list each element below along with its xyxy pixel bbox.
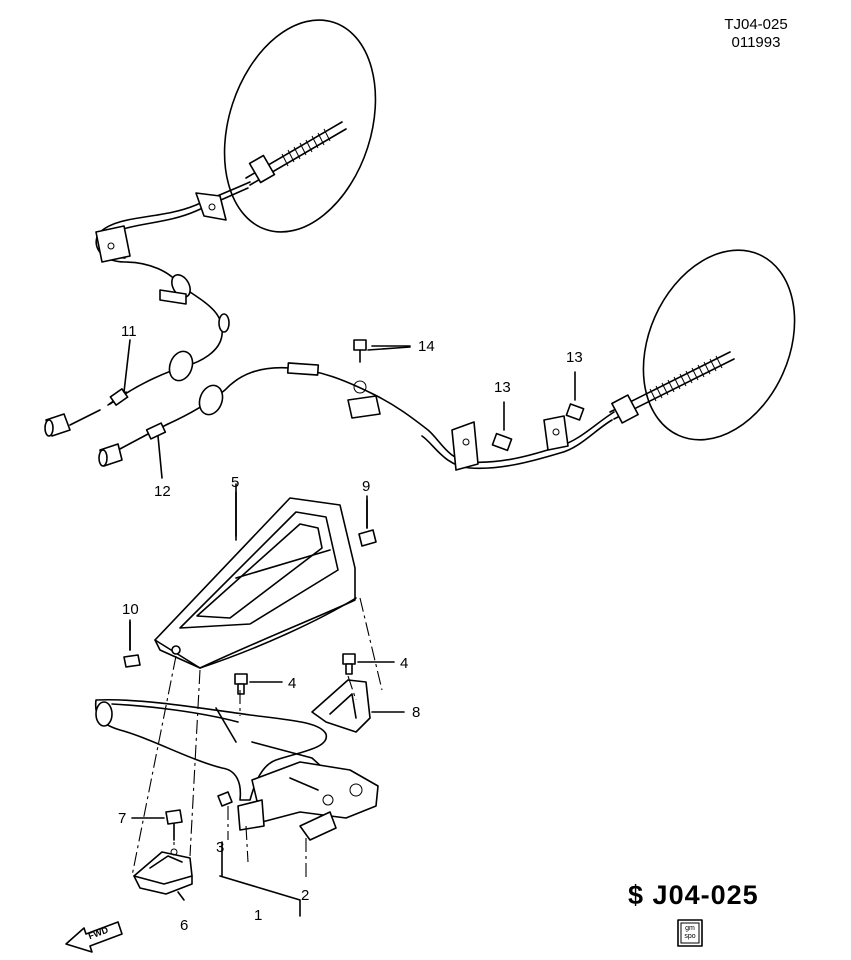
assembly-guide-lines xyxy=(131,597,383,880)
callout-12: 12 xyxy=(154,483,171,500)
bolt-4-right xyxy=(342,653,395,675)
footer-code-block: $ J04-025 xyxy=(628,880,759,911)
fwd-arrow xyxy=(65,921,123,953)
logo-text-bottom: spo xyxy=(684,933,696,940)
callout-3: 3 xyxy=(216,839,225,856)
callout-leaders xyxy=(123,339,411,917)
callout-4-right: 4 xyxy=(400,655,409,672)
nut-13-left xyxy=(491,401,513,452)
logo-text: gm spo xyxy=(680,925,700,941)
cable-12 xyxy=(98,351,735,471)
drawing-code-block: TJ04-025 011993 xyxy=(706,16,806,52)
drawing-code: TJ04-025 xyxy=(724,16,788,33)
callout-5: 5 xyxy=(231,474,240,491)
drawing-date-code: 011993 xyxy=(731,34,781,51)
callout-9: 9 xyxy=(362,478,371,495)
callout-6: 6 xyxy=(180,917,189,934)
gm-spo-logo xyxy=(677,919,703,947)
callout-10: 10 xyxy=(122,601,139,618)
callout-13-left: 13 xyxy=(494,379,511,396)
right-backing-plate xyxy=(642,249,796,441)
callout-11: 11 xyxy=(121,323,137,340)
bracket-8 xyxy=(311,679,405,733)
callout-1: 1 xyxy=(254,907,263,924)
screw-10 xyxy=(123,621,141,668)
callout-13-right: 13 xyxy=(566,349,583,366)
bolt-14 xyxy=(353,339,411,363)
cover-6 xyxy=(133,848,193,895)
footer-mark: $ xyxy=(628,880,645,910)
callout-14: 14 xyxy=(418,338,435,355)
cable-11 xyxy=(44,121,347,437)
callout-2: 2 xyxy=(301,887,310,904)
left-backing-plate xyxy=(223,19,377,233)
bolt-4-left xyxy=(234,673,283,695)
callout-7: 7 xyxy=(118,810,127,827)
callout-8: 8 xyxy=(412,704,421,721)
callout-4-left: 4 xyxy=(288,675,297,692)
footer-code: J04-025 xyxy=(652,880,759,910)
console-cover-5 xyxy=(154,483,357,669)
parking-brake-lever xyxy=(94,698,379,841)
nut-13-right xyxy=(565,371,585,421)
logo-text-top: gm xyxy=(685,925,695,932)
